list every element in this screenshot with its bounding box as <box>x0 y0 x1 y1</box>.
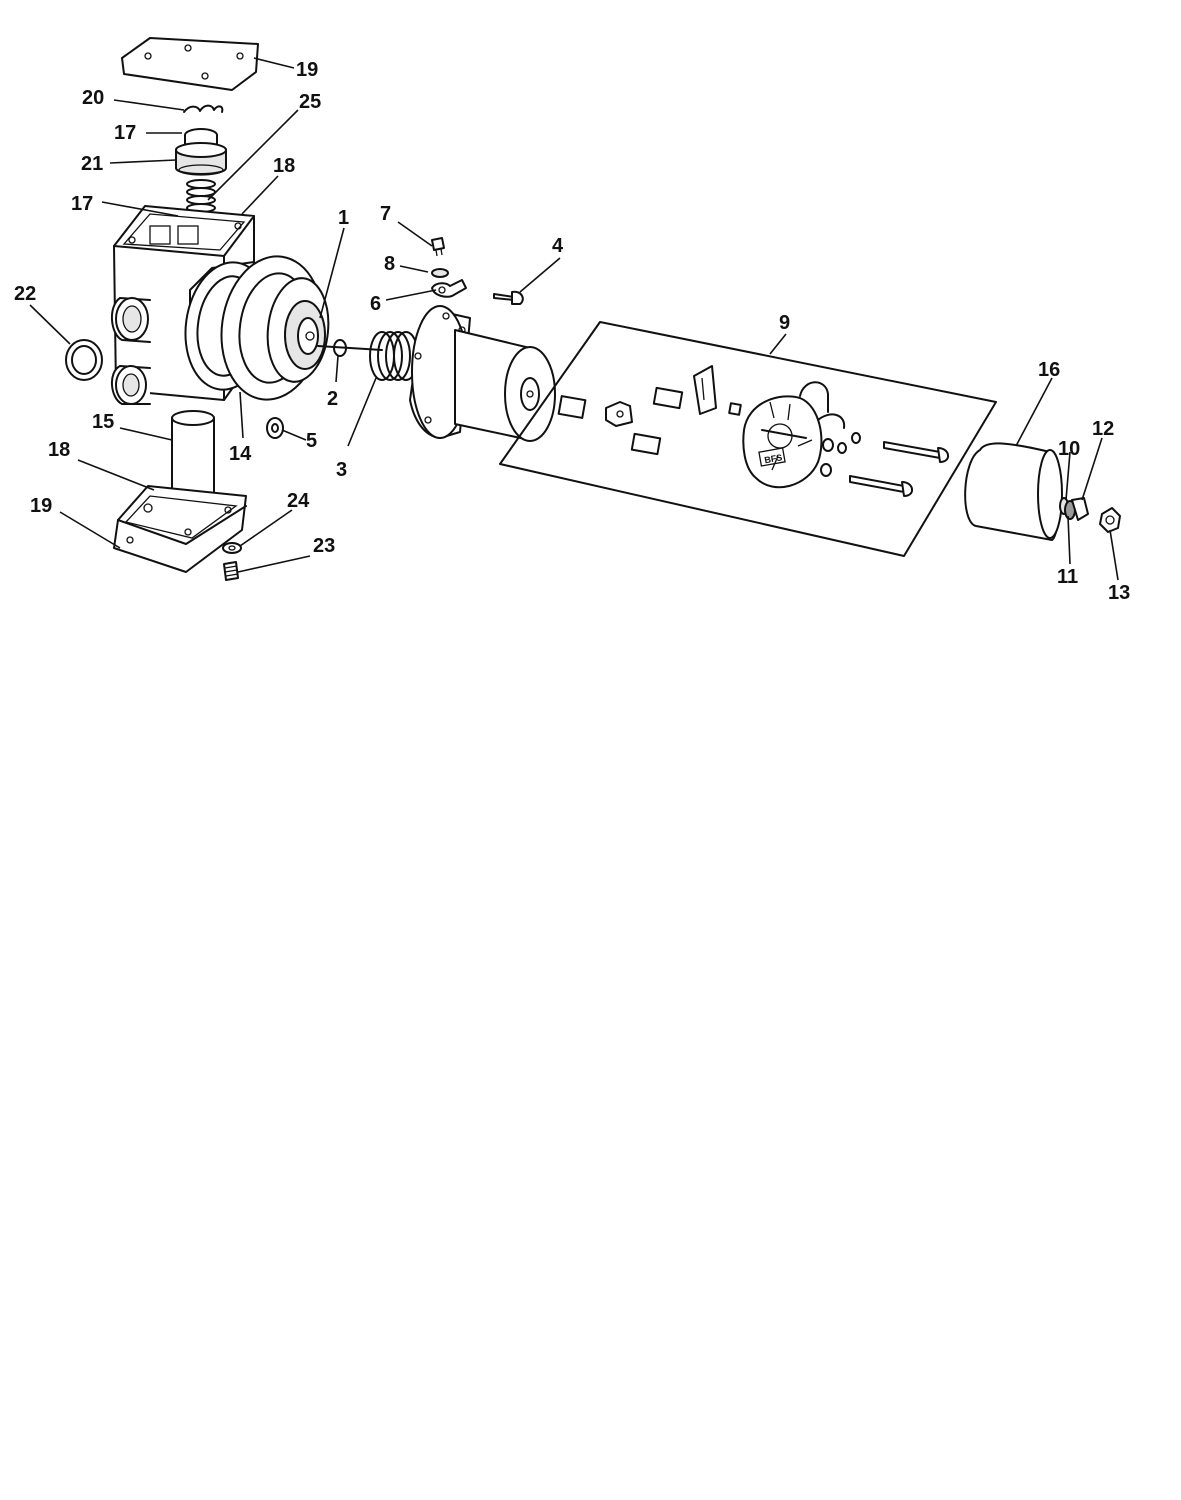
callout-6: 6 <box>370 293 381 315</box>
callout-labels: 19 20 25 17 21 18 17 1 7 4 8 22 6 9 16 2… <box>14 59 1130 604</box>
washer <box>266 417 284 439</box>
bolt-washer <box>222 542 242 554</box>
plate-logo: BFS <box>764 452 783 465</box>
callout-7: 7 <box>380 203 391 225</box>
callout-25: 25 <box>299 91 321 113</box>
spring-washer <box>431 268 449 278</box>
callout-8: 8 <box>384 253 395 275</box>
callout-14: 14 <box>229 443 252 465</box>
top-cover-plate <box>121 37 259 91</box>
callout-11: 11 <box>1057 566 1078 588</box>
callout-4: 4 <box>552 235 564 257</box>
mounting-screw <box>493 290 524 305</box>
drive-shaft <box>317 345 383 351</box>
callout-23: 23 <box>313 535 335 557</box>
callout-20: 20 <box>82 87 104 109</box>
motor-housing <box>409 305 556 442</box>
o-ring <box>65 339 103 381</box>
retaining-clip <box>183 104 224 113</box>
brush-kit-panel: BFS <box>499 321 997 557</box>
callout-19-bottom: 19 <box>30 495 52 517</box>
end-cover <box>964 442 1063 541</box>
callout-24: 24 <box>287 490 310 512</box>
callout-13: 13 <box>1108 582 1130 604</box>
shaft-ring <box>333 339 347 357</box>
diaphragm-assembly <box>266 277 330 383</box>
end-fasteners <box>1059 497 1121 533</box>
shaft-spring <box>369 331 419 381</box>
callout-10: 10 <box>1058 438 1080 460</box>
callout-18-top: 18 <box>273 155 295 177</box>
callout-12: 12 <box>1092 418 1114 440</box>
callout-2: 2 <box>327 388 338 410</box>
terminal-screw <box>431 237 445 257</box>
valve-assembly-top <box>175 128 227 176</box>
callout-19-top: 19 <box>296 59 318 81</box>
callout-15: 15 <box>92 411 114 433</box>
callout-22: 22 <box>14 283 36 305</box>
hex-bolt <box>223 561 239 581</box>
callout-21: 21 <box>81 153 103 175</box>
bottom-plate <box>113 485 247 573</box>
callout-1: 1 <box>338 207 349 229</box>
callout-18-bottom: 18 <box>48 439 70 461</box>
leader-lines <box>29 57 1119 581</box>
callout-9: 9 <box>779 312 790 334</box>
terminal-tag <box>431 279 467 298</box>
callout-16: 16 <box>1038 359 1060 381</box>
callout-3: 3 <box>336 459 347 481</box>
callout-17-body: 17 <box>71 193 93 215</box>
callout-5: 5 <box>306 430 317 452</box>
callout-17-top: 17 <box>114 122 136 144</box>
